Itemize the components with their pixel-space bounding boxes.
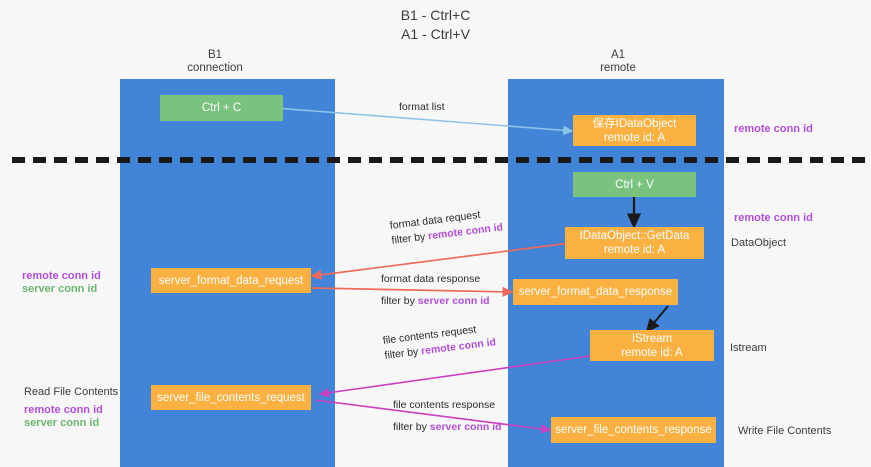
title-line-1: B1 - Ctrl+C bbox=[400, 7, 471, 23]
node-server-file-contents-response[interactable]: server_file_contents_response bbox=[551, 417, 716, 443]
edge-label-format-data-response-line1: format data response bbox=[381, 273, 481, 285]
node-getdata-subtitle: remote id: A bbox=[603, 244, 666, 256]
diagram-title: B1 - Ctrl+C A1 - Ctrl+V bbox=[0, 6, 871, 44]
lane-header-a1-role: remote bbox=[600, 62, 636, 74]
edge-label-fdreq-prefix: filter by bbox=[390, 230, 429, 247]
node-ctrl-c[interactable]: Ctrl + C bbox=[160, 95, 283, 121]
lane-header-b1-name: B1 bbox=[207, 49, 223, 61]
annotation-left-server-conn-id-bottom: server conn id bbox=[24, 417, 100, 429]
edge-label-fcres-highlight: server conn id bbox=[429, 421, 502, 433]
node-server-file-contents-request[interactable]: server_file_contents_request bbox=[151, 385, 311, 410]
annotation-left-remote-conn-id-mid: remote conn id bbox=[22, 270, 101, 282]
node-ctrl-c-label: Ctrl + C bbox=[201, 102, 242, 114]
node-server-format-data-request-label: server_format_data_request bbox=[158, 274, 304, 287]
edge-label-file-contents-response-line2: filter by server conn id bbox=[393, 420, 502, 435]
node-server-format-data-response[interactable]: server_format_data_response bbox=[513, 279, 678, 305]
annotation-dataobject: DataObject bbox=[731, 237, 787, 249]
annotation-write-file-contents: Write File Contents bbox=[738, 425, 832, 437]
edge-label-fcres-prefix: filter by bbox=[393, 421, 430, 433]
edge-label-file-contents-response-line1: file contents response bbox=[393, 399, 496, 411]
node-istream-subtitle: remote id: A bbox=[621, 346, 683, 359]
node-ctrl-v[interactable]: Ctrl + V bbox=[573, 172, 696, 197]
node-server-format-data-request[interactable]: server_format_data_request bbox=[151, 268, 311, 293]
edge-label-format-list: format list bbox=[399, 100, 445, 115]
edge-label-fcreq-prefix: filter by bbox=[383, 345, 422, 362]
node-idataobject-getdata[interactable]: IDataObject::GetData remote id: A bbox=[565, 227, 704, 259]
edge-label-file-contents-request: file contents request filter by remote c… bbox=[382, 320, 497, 363]
node-save-idataobject-subtitle: remote id: A bbox=[603, 131, 666, 144]
annotation-left-server-conn-id-mid: server conn id bbox=[22, 283, 98, 295]
lane-header-b1-role: connection bbox=[187, 62, 243, 74]
annotation-remote-conn-id-mid: remote conn id bbox=[734, 212, 813, 224]
annotation-read-file-contents: Read File Contents bbox=[24, 386, 119, 398]
annotation-left-remote-conn-id-bottom: remote conn id bbox=[24, 404, 103, 416]
node-server-file-contents-request-label: server_file_contents_request bbox=[157, 391, 305, 404]
node-ctrl-v-label: Ctrl + V bbox=[615, 178, 654, 191]
lane-header-a1: A1 remote bbox=[548, 49, 688, 75]
edge-label-format-data-response-line2: filter by server conn id bbox=[381, 294, 490, 309]
node-istream-title: IStream bbox=[631, 332, 673, 345]
edge-label-format-data-response: format data response filter by server co… bbox=[381, 272, 490, 309]
lane-header-b1: B1 connection bbox=[145, 49, 285, 75]
title-line-2: A1 - Ctrl+V bbox=[401, 26, 470, 42]
annotation-istream: Istream bbox=[730, 342, 767, 354]
edge-label-format-list-line1: format list bbox=[399, 101, 445, 113]
node-server-format-data-response-label: server_format_data_response bbox=[518, 286, 673, 298]
edge-label-format-data-request: format data request filter by remote con… bbox=[389, 205, 504, 248]
annotation-remote-conn-id-top: remote conn id bbox=[734, 123, 813, 135]
edge-label-fdres-highlight: server conn id bbox=[417, 295, 490, 307]
node-server-file-contents-response-label: server_file_contents_response bbox=[555, 424, 712, 436]
phase-separator bbox=[0, 157, 871, 163]
node-istream[interactable]: IStream remote id: A bbox=[590, 330, 714, 361]
lane-header-a1-name: A1 bbox=[610, 49, 626, 61]
node-save-idataobject[interactable]: 保存IDataObject remote id: A bbox=[573, 115, 696, 146]
node-getdata-title: IDataObject::GetData bbox=[579, 230, 690, 242]
node-save-idataobject-title: 保存IDataObject bbox=[592, 117, 677, 130]
edge-label-file-contents-response: file contents response filter by server … bbox=[393, 398, 502, 435]
edge-label-fdres-prefix: filter by bbox=[381, 295, 418, 307]
